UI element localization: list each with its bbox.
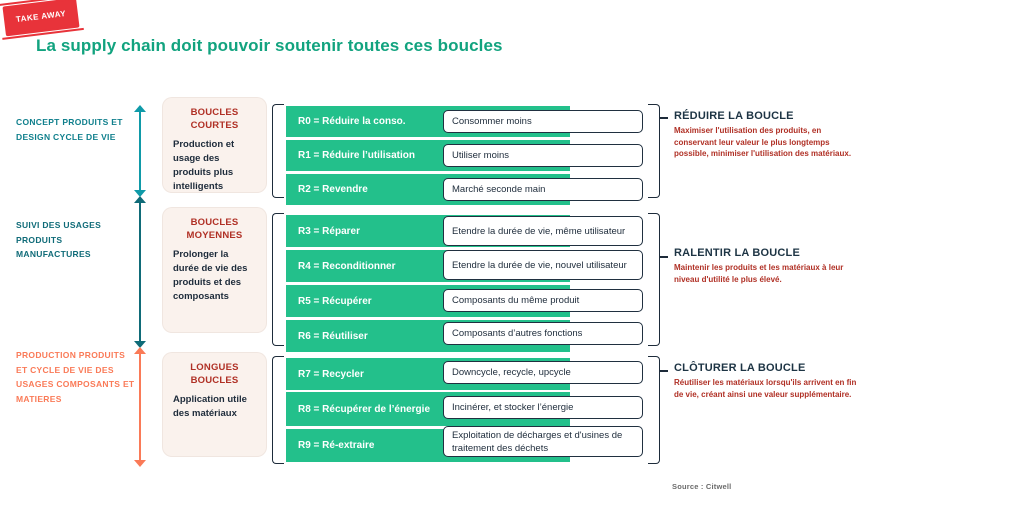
group-heading: RALENTIR LA BOUCLE <box>674 247 801 259</box>
group-body: Maintenir les produits et les matériaux … <box>674 263 844 284</box>
arrow-shaft <box>139 111 141 191</box>
row-label: R4 = Reconditionner <box>298 260 396 272</box>
row-value: Marché seconde main <box>443 178 643 201</box>
arrow-head-down-icon <box>134 460 146 467</box>
loop-card-courtes: BOUCLES COURTES Production et usage des … <box>163 98 266 192</box>
row-value: Etendre la durée de vie, nouvel utilisat… <box>443 250 643 280</box>
row-value: Utiliser moins <box>443 144 643 167</box>
row-label: R1 = Réduire l’utilisation <box>298 150 415 161</box>
bracket-left-ralentir <box>272 213 284 346</box>
loop-card-title: BOUCLES MOYENNES <box>186 217 243 241</box>
arrow-shaft <box>139 353 141 461</box>
row-label: R0 = Réduire la conso. <box>298 116 406 127</box>
row-label: R9 = Ré-extraire <box>298 440 375 451</box>
axis-label-usage: SUIVI DES USAGES PRODUITS MANUFACTURES <box>16 220 102 259</box>
row-value: Exploitation de décharges et d'usines de… <box>443 426 643 457</box>
group-description-ralentir: RALENTIR LA BOUCLE Maintenir les produit… <box>674 246 864 285</box>
row-label: R8 = Récupérer de l’énergie <box>298 403 431 415</box>
loop-card-body: Production et usage des produits plus in… <box>173 139 235 192</box>
bracket-right-ralentir <box>648 213 660 346</box>
row-value: Composants d’autres fonctions <box>443 322 643 345</box>
row-value: Etendre la durée de vie, même utilisateu… <box>443 216 643 246</box>
row-value: Composants du même produit <box>443 289 643 312</box>
bracket-tick-ralentir <box>659 256 668 258</box>
stamp-label: TAKE AWAY <box>15 8 67 25</box>
arrow-head-down-icon <box>134 341 146 348</box>
bracket-tick-reduire <box>659 117 668 119</box>
loop-card-title: LONGUES BOUCLES <box>190 362 239 386</box>
bracket-left-cloturer <box>272 356 284 464</box>
loop-card-moyennes: BOUCLES MOYENNES Prolonger la durée de v… <box>163 208 266 332</box>
group-body: Réutiliser les matériaux lorsqu'ils arri… <box>674 378 857 399</box>
bracket-tick-cloturer <box>659 370 668 372</box>
arrow-head-up-icon <box>134 196 146 203</box>
arrow-shaft <box>139 202 141 342</box>
row-label: R6 = Réutiliser <box>298 330 368 342</box>
source-note: Source : Citwell <box>672 482 732 491</box>
bracket-right-reduire <box>648 104 660 198</box>
row-value: Consommer moins <box>443 110 643 133</box>
axis-label-production: PRODUCTION PRODUITS ET CYCLE DE VIE DES … <box>16 350 135 404</box>
row-value: Downcycle, recycle, upcycle <box>443 361 643 384</box>
row-label: R2 = Revendre <box>298 184 368 195</box>
page-title: La supply chain doit pouvoir soutenir to… <box>36 36 503 55</box>
group-body: Maximiser l'utilisation des produits, en… <box>674 126 852 158</box>
group-description-cloturer: CLÔTURER LA BOUCLE Réutiliser les matéri… <box>674 361 864 400</box>
loop-card-longues: LONGUES BOUCLES Application utile des ma… <box>163 353 266 456</box>
loop-card-body: Prolonger la durée de vie des produits e… <box>173 249 248 302</box>
axis-label-concept: CONCEPT PRODUITS ET DESIGN CYCLE DE VIE <box>16 117 123 142</box>
bracket-left-reduire <box>272 104 284 198</box>
row-label: R3 = Réparer <box>298 225 360 237</box>
row-value: Incinérer, et stocker l’énergie <box>443 396 643 419</box>
row-label: R5 = Récupérer <box>298 295 372 307</box>
arrow-head-down-icon <box>134 190 146 197</box>
concept-arrow <box>133 105 147 197</box>
arrow-head-up-icon <box>134 347 146 354</box>
group-heading: CLÔTURER LA BOUCLE <box>674 362 806 374</box>
group-description-reduire: RÉDUIRE LA BOUCLE Maximiser l'utilisatio… <box>674 109 864 160</box>
group-heading: RÉDUIRE LA BOUCLE <box>674 110 794 122</box>
arrow-head-up-icon <box>134 105 146 112</box>
bracket-right-cloturer <box>648 356 660 464</box>
loop-card-body: Application utile des matériaux <box>173 394 247 419</box>
row-label: R7 = Recycler <box>298 368 364 380</box>
loop-card-title: BOUCLES COURTES <box>190 107 239 131</box>
take-away-stamp: TAKE AWAY <box>0 0 84 40</box>
usage-arrow <box>133 196 147 348</box>
production-arrow <box>133 347 147 467</box>
